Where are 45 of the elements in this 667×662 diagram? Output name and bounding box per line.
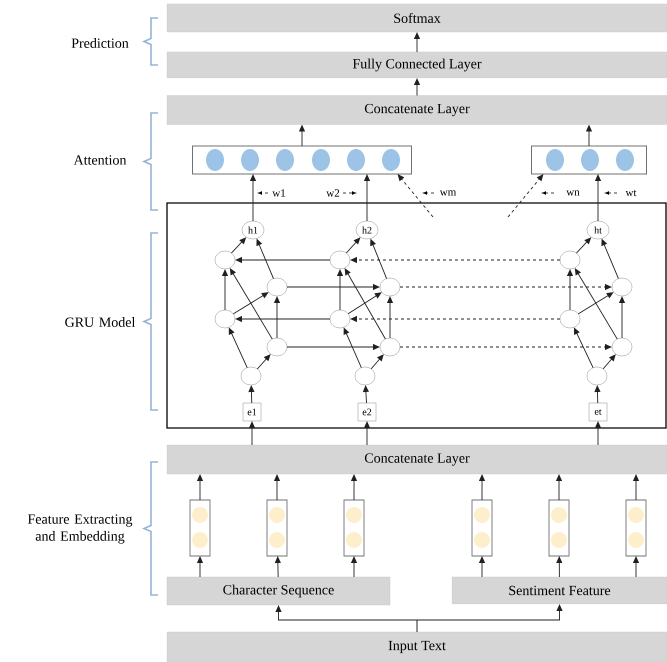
gru-unit-circle bbox=[330, 250, 350, 270]
gru-unit-circle bbox=[380, 338, 400, 356]
arrow bbox=[508, 174, 544, 218]
embedding-vector bbox=[266, 500, 288, 556]
input-vector-box: e2 bbox=[358, 402, 376, 422]
gru-model-frame bbox=[166, 202, 667, 429]
layer-box: Fully Connected Layer bbox=[166, 52, 667, 78]
embedding-vector bbox=[190, 500, 210, 556]
gru-unit-circle bbox=[330, 310, 350, 328]
gru-unit-circle bbox=[612, 338, 632, 356]
weight-label: wn bbox=[566, 190, 580, 196]
gru-unit-circle bbox=[266, 338, 288, 356]
embedding-vector bbox=[472, 500, 492, 556]
layer-box: Concatenate Layer bbox=[166, 95, 667, 125]
gru-unit-circle bbox=[266, 278, 288, 296]
gru-unit-circle bbox=[240, 366, 262, 386]
section-label: Feature Extracting and Embedding bbox=[28, 514, 132, 544]
gru-unit-circle bbox=[560, 250, 580, 270]
section-label: Prediction bbox=[72, 38, 129, 48]
arrow bbox=[398, 174, 434, 218]
attention-vector bbox=[192, 146, 412, 174]
gru-unit-circle bbox=[380, 278, 400, 296]
gru-unit-circle bbox=[354, 366, 376, 386]
gru-unit-circle bbox=[586, 366, 608, 386]
weight-label: wt bbox=[626, 190, 636, 196]
weight-label: w1 bbox=[272, 189, 286, 197]
weight-label: w2 bbox=[326, 189, 340, 197]
layer-box: Concatenate Layer bbox=[166, 444, 667, 474]
weight-label: wm bbox=[440, 190, 456, 196]
gru-unit-circle bbox=[612, 278, 632, 296]
section-label: Attention bbox=[74, 155, 126, 165]
embedding-vector bbox=[344, 500, 364, 556]
layer-box: Softmax bbox=[166, 4, 667, 32]
embedding-vector bbox=[548, 500, 570, 556]
section-label: GRU Model bbox=[65, 317, 136, 327]
gru-unit-circle bbox=[214, 310, 236, 328]
input-vector-box: et bbox=[588, 402, 608, 422]
embedding-vector bbox=[626, 500, 646, 556]
layer-box: Input Text bbox=[166, 632, 667, 662]
input-vector-box: e1 bbox=[242, 402, 262, 422]
gru-unit-circle bbox=[214, 250, 236, 270]
gru-unit-circle bbox=[560, 310, 580, 328]
layer-box: Character Sequence bbox=[166, 576, 390, 606]
layer-box: Sentiment Feature bbox=[452, 576, 667, 604]
attention-vector bbox=[531, 146, 647, 174]
